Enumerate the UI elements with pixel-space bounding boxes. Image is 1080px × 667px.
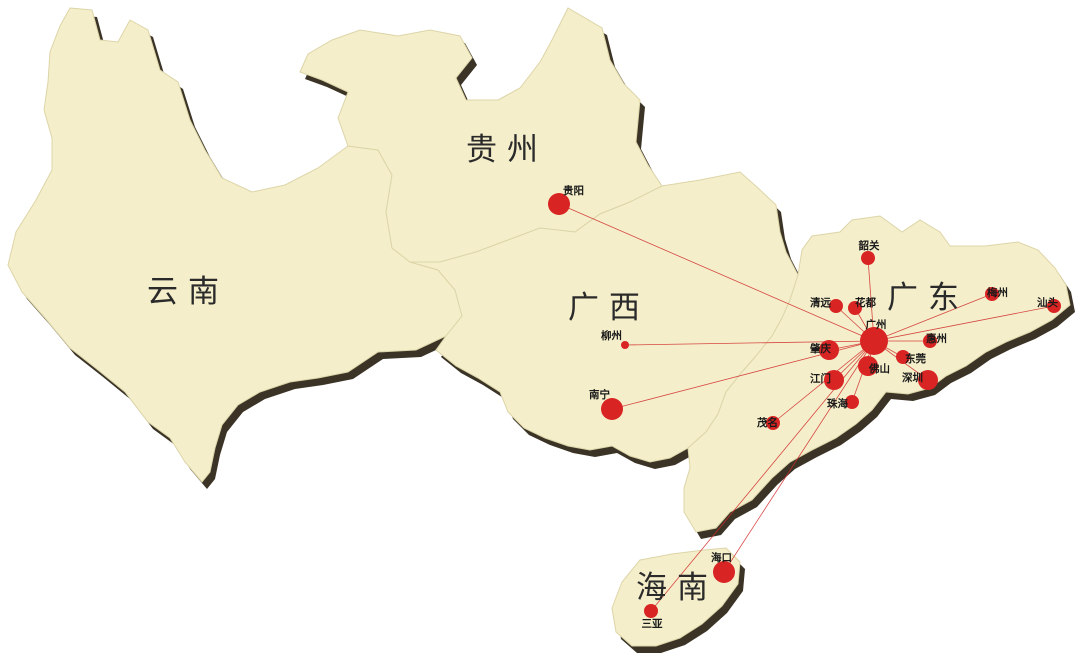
city-label-shaoguan: 韶关: [859, 239, 880, 252]
flow-line-guangzhou-guiyang: [558, 203, 875, 342]
city-bubble-haikou[interactable]: [713, 561, 735, 583]
city-bubble-guiyang[interactable]: [548, 193, 570, 215]
city-bubble-foshan[interactable]: [858, 356, 878, 376]
city-bubbles: [548, 193, 1061, 618]
city-label-zhaoqing: 肇庆: [809, 342, 831, 355]
city-label-huadu: 花都: [855, 296, 876, 309]
city-label-zhuhai: 珠海: [827, 397, 848, 410]
city-bubble-jiangmen[interactable]: [824, 370, 844, 390]
city-label-nanning: 南宁: [589, 388, 610, 401]
province-labels: 云南 贵州 广西 广东 海南: [147, 132, 969, 606]
flow-line-guangzhou-maoming: [772, 340, 875, 424]
province-label-guangdong: 广东: [887, 280, 969, 316]
province-label-hainan: 海南: [636, 570, 718, 606]
city-label-sanya: 三亚: [642, 618, 663, 630]
city-bubble-zhuhai[interactable]: [845, 395, 859, 409]
city-bubble-maoming[interactable]: [766, 416, 780, 430]
city-label-jiangmen: 江门: [810, 372, 831, 385]
province-label-guizhou: 贵州: [466, 132, 548, 168]
city-label-qingyuan: 清远: [810, 296, 831, 309]
province-yunnan[interactable]: [7, 7, 463, 483]
city-label-maoming: 茂名: [756, 416, 778, 429]
city-bubble-shantou[interactable]: [1047, 299, 1061, 313]
city-label-shantou: 汕头: [1037, 296, 1059, 309]
city-bubble-dongguan[interactable]: [896, 350, 910, 364]
city-bubble-huizhou[interactable]: [923, 334, 937, 348]
city-bubble-qingyuan[interactable]: [829, 299, 843, 313]
city-label-meizhou: 梅州: [987, 286, 1008, 299]
city-label-guangzhou: 广州: [866, 318, 887, 331]
city-bubble-guangzhou[interactable]: [860, 327, 888, 355]
city-label-foshan: 佛山: [868, 362, 890, 375]
provinces: [7, 7, 1071, 647]
city-bubble-shaoguan[interactable]: [861, 251, 875, 265]
province-label-guangxi: 广西: [568, 290, 650, 326]
city-bubble-sanya[interactable]: [644, 604, 658, 618]
flow-line-guangzhou-haikou: [723, 340, 875, 573]
city-bubble-zhaoqing[interactable]: [819, 340, 839, 360]
province-label-yunnan: 云南: [147, 274, 229, 310]
flow-line-guangzhou-meizhou: [873, 293, 993, 342]
city-label-liuzhou: 柳州: [601, 329, 622, 342]
city-label-huizhou: 惠州: [926, 332, 947, 345]
city-label-haikou: 海口: [711, 551, 732, 564]
city-bubble-meizhou[interactable]: [985, 287, 999, 301]
city-bubble-huadu[interactable]: [848, 301, 862, 315]
city-bubble-shenzhen[interactable]: [918, 370, 938, 390]
city-bubble-liuzhou[interactable]: [621, 341, 629, 349]
province-hainan[interactable]: [611, 547, 741, 647]
city-label-shenzhen: 深圳: [902, 371, 923, 384]
flow-line-guangzhou-shantou: [873, 305, 1055, 342]
city-bubble-nanning[interactable]: [601, 398, 623, 420]
province-guangdong[interactable]: [683, 215, 1071, 533]
city-label-dongguan: 东莞: [905, 352, 926, 365]
city-label-guiyang: 贵阳: [563, 184, 584, 197]
